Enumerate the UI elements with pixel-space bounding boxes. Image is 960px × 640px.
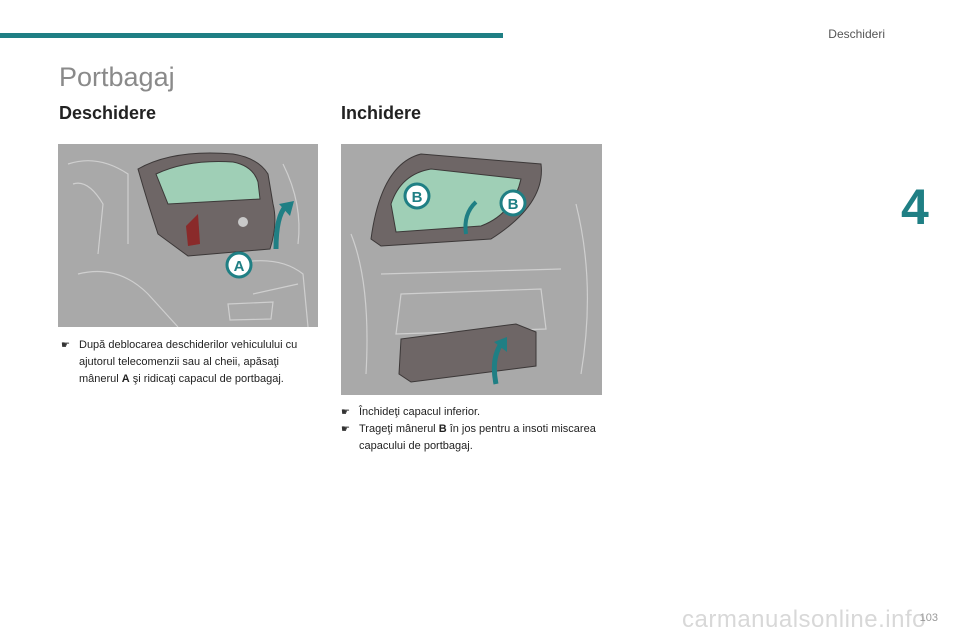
handle-label: B <box>438 423 447 435</box>
chapter-number: 4 <box>901 179 929 235</box>
instruction-step: ☛ După deblocarea deschiderilor vehiculu… <box>61 337 321 388</box>
pointing-hand-icon: ☛ <box>61 340 70 351</box>
section-heading-close: Inchidere <box>341 103 422 123</box>
section-heading-open: Deschidere <box>59 103 157 123</box>
tailgate-open-illustration: A <box>58 144 318 327</box>
callout-a: A <box>234 258 245 275</box>
step-text: Închideţi capacul inferior. <box>359 406 481 418</box>
chapter-color-bar <box>0 33 503 38</box>
instruction-step: ☛ Trageţi mânerul B în jos pentru a inso… <box>341 421 601 455</box>
handle-label: A <box>121 373 130 385</box>
callout-b-right: B <box>508 196 519 213</box>
page-title: Portbagaj <box>59 62 175 92</box>
pointing-hand-icon: ☛ <box>341 424 350 435</box>
callout-b-left: B <box>412 189 423 206</box>
instruction-step: ☛ Închideţi capacul inferior. <box>341 404 601 421</box>
step-text: şi ridicaţi capacul de portbagaj. <box>129 373 284 385</box>
step-text: După deblocarea deschiderilor vehicululu… <box>79 339 298 385</box>
chapter-name: Deschideri <box>828 27 885 41</box>
page-number: 103 <box>919 612 938 624</box>
step-text: Trageţi mânerul <box>359 423 439 435</box>
tailgate-close-illustration: B B <box>341 144 602 395</box>
pointing-hand-icon: ☛ <box>341 407 350 418</box>
watermark: carmanualsonline.info <box>682 606 926 633</box>
step-text: în jos pentru a insoti miscarea capaculu… <box>359 423 596 452</box>
instructions-close: ☛ Închideţi capacul inferior. ☛ Trageţi … <box>341 404 601 455</box>
instructions-open: ☛ După deblocarea deschiderilor vehiculu… <box>61 337 321 388</box>
